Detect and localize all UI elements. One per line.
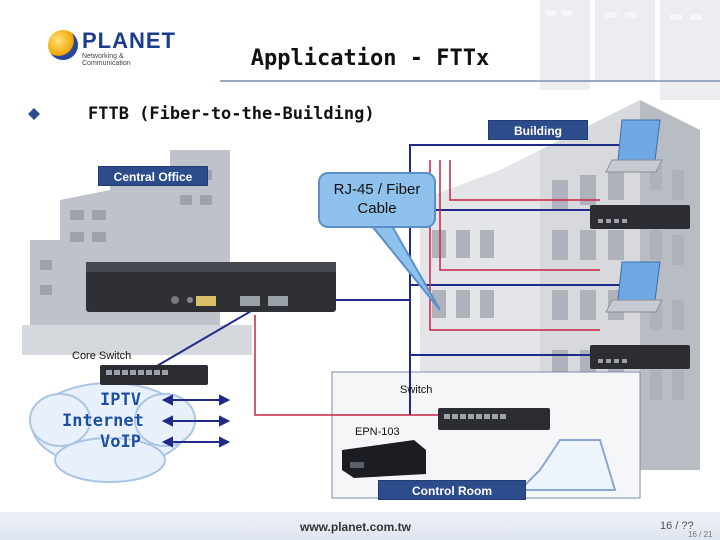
page-number: 16 / ??	[660, 520, 694, 532]
logo-name: PLANET	[82, 28, 176, 53]
logo-tagline: Networking & Communication	[82, 53, 131, 67]
footer-url[interactable]: www.planet.com.tw	[300, 520, 411, 534]
service-voip: VoIP	[100, 432, 141, 452]
footer-bar	[0, 512, 720, 540]
service-iptv: IPTV	[100, 390, 141, 410]
building-label: Building	[488, 120, 588, 140]
planet-logo-icon	[48, 30, 78, 60]
bullet-text: FTTB (Fiber-to-the-Building)	[88, 104, 375, 124]
header-divider	[220, 80, 720, 82]
central-office-label: Central Office	[98, 166, 208, 186]
epn-label: EPN-103	[355, 426, 400, 438]
cable-callout: RJ-45 / Fiber Cable	[318, 172, 436, 228]
planet-logo: PLANET Networking & Communication	[44, 26, 176, 67]
switch-label: Switch	[400, 384, 433, 396]
diamond-bullet-icon	[28, 108, 40, 120]
control-room-label: Control Room	[378, 480, 526, 500]
service-internet: Internet	[62, 411, 144, 431]
core-switch-label: Core Switch	[72, 350, 132, 362]
page-number-small: 16 / 21	[688, 530, 713, 539]
slide-title: Application - FTTx	[250, 46, 490, 71]
